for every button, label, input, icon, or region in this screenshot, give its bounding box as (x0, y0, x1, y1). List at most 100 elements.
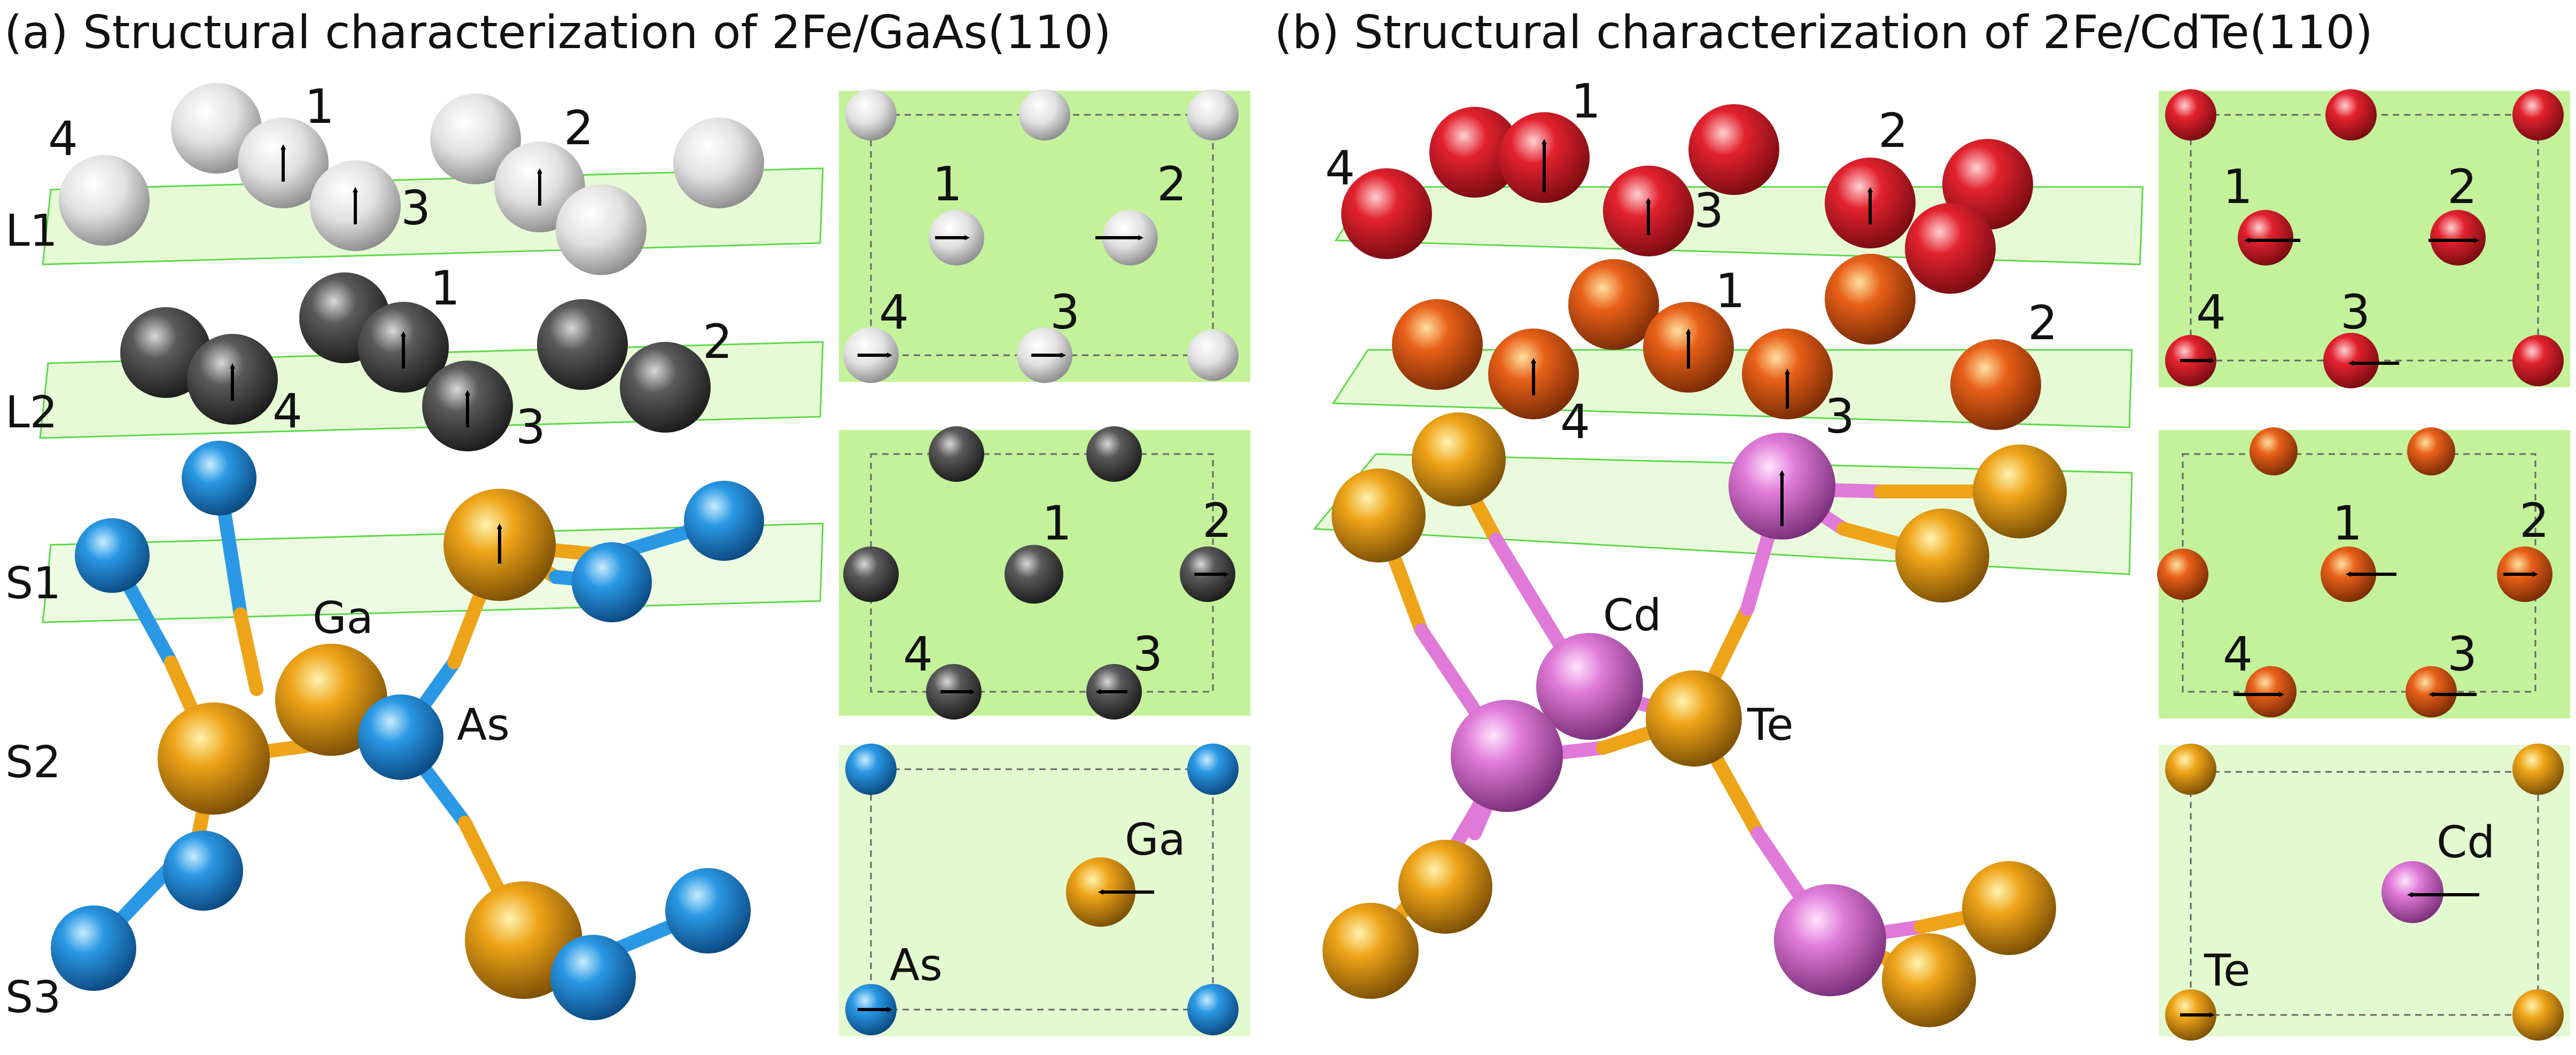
top-label-as: As (890, 940, 943, 991)
panel-a-top-view-substrate: Ga As (839, 744, 1250, 1036)
fe-atom (2407, 427, 2455, 475)
as-atom (1187, 744, 1239, 795)
as-atom (665, 868, 751, 954)
fe-atom (1086, 426, 1142, 482)
l1-number-2: 2 (1878, 103, 1908, 158)
substrate-atoms (1322, 412, 2067, 1027)
fe-atom (673, 118, 764, 208)
te-atom (1962, 861, 2056, 955)
as-atom (550, 935, 636, 1020)
top-l2-number-2: 2 (2519, 493, 2549, 548)
atom-label-cd: Cd (1603, 590, 1661, 641)
panel-a-title: (a) Structural characterization of 2Fe/G… (4, 6, 1111, 59)
moment-arrows (230, 144, 542, 564)
top-l1-number-2: 2 (2447, 159, 2477, 214)
fe-atom (1187, 89, 1239, 140)
te-atom (2512, 744, 2564, 795)
as-atom (75, 518, 150, 593)
top-l2-number-1: 1 (1042, 496, 1072, 551)
top-l2-number-4: 4 (903, 627, 933, 682)
atom-label-ga: Ga (313, 593, 373, 644)
fe-atom (1392, 299, 1483, 390)
moment-arrows (858, 889, 1154, 1012)
l1-number-2: 2 (564, 100, 594, 155)
top-l1-number-1: 1 (932, 157, 962, 212)
cd-atom (1774, 884, 1886, 996)
ga-atom (158, 702, 270, 815)
te-atom (1895, 509, 1989, 603)
cd-atom (2382, 861, 2443, 923)
fe-atom (929, 426, 984, 482)
l1-number-4: 4 (48, 111, 78, 166)
panel-a-side-view: L1 L2 S1 S2 S3 1 2 3 4 1 2 3 4 Ga As (5, 79, 824, 1023)
top-label-cd: Cd (2437, 817, 2495, 868)
l2-number-1: 1 (1715, 263, 1745, 318)
l1-number-4: 4 (1325, 140, 1355, 196)
l2-number-4: 4 (1560, 394, 1590, 449)
fe-atom (1688, 104, 1779, 195)
fe-atom-2 (1950, 339, 2041, 430)
panel-b-title: (b) Structural characterization of 2Fe/C… (1274, 6, 2373, 59)
fe-atom (556, 184, 647, 275)
fe-atom (845, 89, 897, 140)
cell-background (839, 745, 1250, 1036)
l2-number-3: 3 (516, 400, 546, 455)
top-l2-number-3: 3 (1133, 627, 1163, 682)
top-l2-number-2: 2 (1202, 493, 1232, 548)
panel-a-top-view-l1: 1 2 4 3 (839, 89, 1250, 383)
fe-atom (1825, 254, 1916, 345)
l2-atoms (120, 272, 711, 451)
layer-label-s1: S1 (5, 558, 61, 609)
atom-label-te: Te (1747, 700, 1794, 751)
fe-atom (1429, 107, 1520, 198)
layer-label-s3: S3 (5, 972, 61, 1023)
cd-atom (1536, 633, 1643, 740)
fe-atom (537, 299, 628, 390)
layer-label-s2: S2 (5, 737, 61, 788)
moment-arrows (2180, 238, 2479, 366)
top-l1-number-3: 3 (2340, 285, 2370, 340)
fe-atom (1568, 259, 1659, 350)
l1-number-1: 1 (1571, 74, 1601, 129)
te-atom (1332, 468, 1426, 562)
cell-background (2159, 745, 2570, 1036)
top-l2-number-1: 1 (2332, 496, 2362, 551)
top-l2-number-4: 4 (2223, 627, 2253, 682)
fe-atom (1019, 89, 1070, 140)
fe-atom (2250, 427, 2298, 475)
moment-arrows (1531, 139, 1873, 526)
panel-a-top-view-l2: 1 2 4 3 (839, 426, 1250, 720)
fe-atom (1187, 330, 1239, 381)
moment-arrows (2233, 572, 2538, 697)
fe-atom (2165, 89, 2216, 140)
as-atom (51, 905, 136, 991)
unit-cell (2190, 771, 2539, 1016)
as-atom (845, 744, 897, 795)
l2-number-4: 4 (273, 384, 302, 439)
moment-arrows (940, 572, 1229, 694)
as-atom (182, 441, 256, 515)
top-label-te: Te (2204, 945, 2251, 996)
atom-label-as: As (457, 700, 510, 751)
l2-number-1: 1 (430, 261, 460, 316)
panel-b-side-view: 1 2 3 4 1 2 3 4 Cd Te (1312, 74, 2144, 1027)
layer-label-l1: L1 (5, 206, 58, 256)
top-l1-number-4: 4 (879, 285, 909, 340)
fe-atom-1 (1005, 545, 1063, 604)
fe-atom-4 (59, 155, 150, 246)
te-atom (1646, 670, 1742, 767)
fe-atom (2157, 549, 2208, 600)
unit-cell (870, 768, 1214, 1011)
fe-atom-2 (620, 342, 711, 433)
l2-number-2: 2 (2028, 295, 2058, 350)
l2-number-3: 3 (1825, 389, 1855, 444)
as-atom (1187, 984, 1239, 1035)
layer-label-l2: L2 (5, 387, 58, 438)
te-atom (1322, 903, 1419, 999)
as-atom (572, 542, 652, 622)
fe-atom (2512, 89, 2564, 140)
substrate-atoms (51, 441, 764, 1020)
as-atom (358, 694, 443, 780)
fe-atom (171, 83, 262, 174)
